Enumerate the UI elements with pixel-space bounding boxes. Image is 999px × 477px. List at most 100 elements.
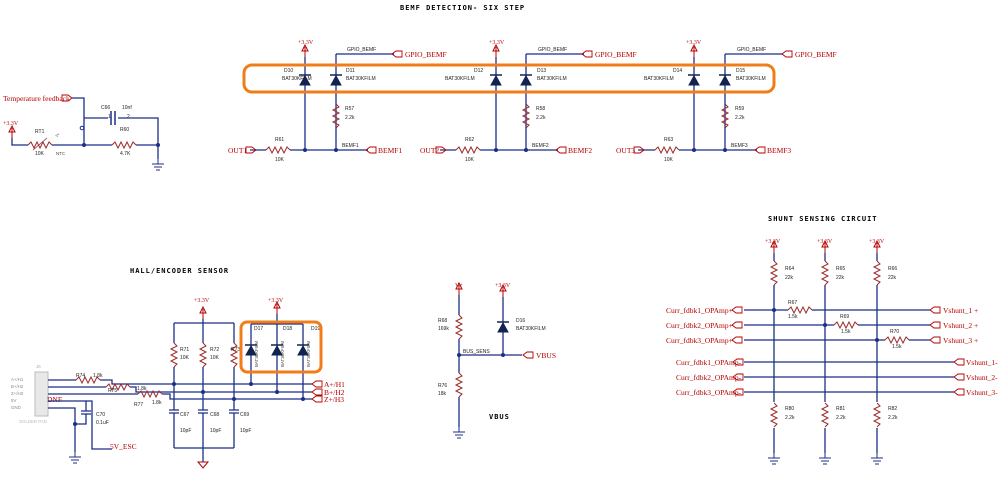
- temp-feedback-label: Temperature feedback: [3, 94, 70, 103]
- ref-label: R60: [120, 127, 129, 133]
- ref-label: R82: [888, 406, 897, 412]
- pin-label: A+/H1: [11, 377, 24, 382]
- diode-d13: [519, 74, 533, 86]
- ref-label: R57: [345, 106, 354, 112]
- temp-coef-label: -t°: [55, 133, 60, 138]
- value-label: 1.8k: [137, 386, 147, 392]
- curr-fdbk3-n-label: Curr_fdbk3_OPAmp-: [676, 388, 742, 397]
- out-label: OUT3: [616, 146, 635, 155]
- vshunt1-n-label: Vshunt_1-: [966, 358, 998, 367]
- value-label: 10pF: [240, 428, 251, 434]
- gpio-bemf-label: GPIO_BEMF: [795, 50, 837, 59]
- ref-label: RT1: [35, 129, 45, 135]
- ref-label: D12: [474, 68, 483, 74]
- value-label: 10K: [664, 157, 674, 163]
- vshunt2-n-label: Vshunt_2-: [966, 373, 998, 382]
- resistor-r67: [787, 306, 813, 314]
- bemf-channel-3: +3.3V GPIO_BEMF GPIO_BEMF D14 BAT30KFILM…: [616, 40, 837, 163]
- capacitor-c66: [110, 111, 116, 125]
- net-label: GPIO_BEMF: [538, 47, 567, 53]
- ref-label: C70: [96, 412, 105, 418]
- value-label: 10K: [35, 151, 45, 157]
- value-label: 10pF: [180, 428, 191, 434]
- diode-d15: [718, 74, 732, 86]
- value-label: 10K: [210, 355, 220, 361]
- type-label: NTC: [56, 151, 65, 156]
- gpio-bemf-label: GPIO_BEMF: [405, 50, 447, 59]
- power-label: +3.3V: [3, 121, 19, 127]
- value-label: 2.2k: [785, 415, 795, 421]
- power-label: +3.3V: [268, 298, 284, 304]
- part-label: BAT30KFILM: [537, 76, 567, 82]
- power-label: +3.3V: [869, 239, 885, 245]
- bemf-title: BEMF DETECTION- SIX STEP: [400, 4, 525, 12]
- power-label: +3.3V: [817, 239, 833, 245]
- power-label: +3.3V: [765, 239, 781, 245]
- pin-label: Z+/H3: [11, 391, 24, 396]
- part-label: BAT30KFILM: [280, 341, 285, 367]
- net-label: GPIO_BEMF: [737, 47, 766, 53]
- ref-label: R63: [664, 137, 673, 143]
- resistor-r69: [833, 321, 859, 329]
- ref-label: R61: [275, 137, 284, 143]
- ref-label: R75: [108, 388, 117, 394]
- ref-label: R59: [735, 106, 744, 112]
- hall-z-label: Z+/H3: [324, 395, 344, 404]
- ref-label: R66: [888, 266, 897, 272]
- connector-j6: [34, 371, 49, 417]
- power-label: +3.3V: [495, 283, 511, 289]
- ref-label: R76: [438, 383, 447, 389]
- value-label: 0.1uF: [96, 420, 109, 426]
- value-label: 10K: [465, 157, 475, 163]
- pin-label: B+/H2: [11, 384, 24, 389]
- ref-label: C69: [240, 412, 249, 418]
- value-label: 22k: [888, 275, 897, 281]
- resistor-r62: [455, 146, 481, 154]
- ref-label: R70: [890, 329, 899, 335]
- pin-label: 2: [127, 114, 130, 120]
- ref-label: R74: [76, 373, 85, 379]
- ref-label: R80: [785, 406, 794, 412]
- bus-sens-label: BUS_SENS: [463, 349, 490, 355]
- pin-label: 5V: [11, 398, 16, 403]
- value-label: 1.8k: [152, 400, 162, 406]
- value-label: 1.5k: [788, 314, 798, 320]
- hall-a-label: A+/H1: [324, 380, 345, 389]
- part-label: BAT30KFILM: [282, 76, 312, 82]
- power-label: +3.3V: [298, 40, 314, 46]
- footprint-label: SOLDER PAD: [19, 419, 47, 424]
- value-label: 2.2k: [345, 115, 355, 121]
- value-label: 2.2k: [735, 115, 745, 121]
- value-label: 1.5k: [841, 329, 851, 335]
- part-label: BAT30KFILM: [346, 76, 376, 82]
- ref-label: R77: [134, 402, 143, 408]
- ref-label: R71: [180, 347, 189, 353]
- ref-label: R64: [785, 266, 794, 272]
- ref-label: C66: [101, 105, 110, 111]
- ref-label: R65: [836, 266, 845, 272]
- vshunt1-p-label: Vshunt_1 +: [943, 306, 978, 315]
- vplus-label: V+: [455, 283, 463, 289]
- shunt-title: SHUNT SENSING CIRCUIT: [768, 215, 878, 223]
- vshunt2-p-label: Vshunt_2 +: [943, 321, 978, 330]
- diode-d12: [489, 74, 503, 86]
- value-label: 22k: [785, 275, 794, 281]
- hall-diode-highlight: [239, 320, 323, 374]
- bemf-label: BEMF2: [568, 146, 592, 155]
- power-label: +3.3V: [686, 40, 702, 46]
- ref-label: R73: [231, 347, 240, 353]
- diode-d11: [329, 74, 343, 86]
- 5v-esc-label: 5V_ESC: [110, 442, 137, 451]
- out-label: OUT1: [228, 146, 247, 155]
- diode-row-highlight: [242, 63, 776, 94]
- ref-label: C67: [180, 412, 189, 418]
- ref-label: R62: [465, 137, 474, 143]
- net-label: GPIO_BEMF: [347, 47, 376, 53]
- bemf-label: BEMF1: [378, 146, 402, 155]
- diode-d16: [496, 321, 510, 333]
- pin-label: GND: [11, 405, 21, 410]
- resistor-r63: [654, 146, 680, 154]
- ref-label: D13: [537, 68, 546, 74]
- part-label: BAT30KFILM: [736, 76, 766, 82]
